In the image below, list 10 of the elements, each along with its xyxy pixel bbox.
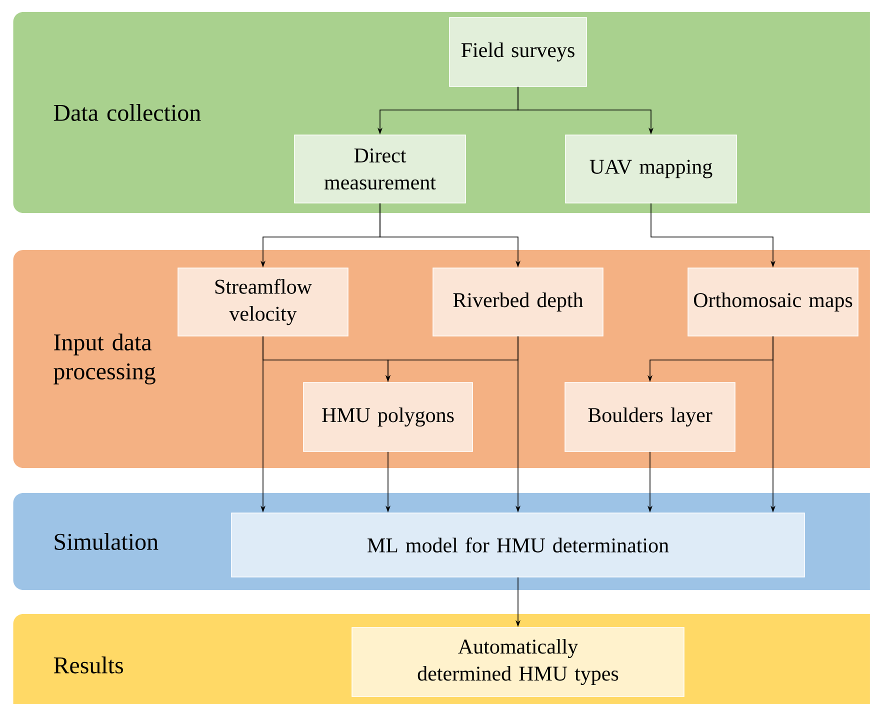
process-box: HMU polygons [303,382,473,452]
process-box: Field surveys [449,17,587,87]
process-box: Streamflow velocity [178,268,348,336]
process-box: Direct measurement [294,134,466,204]
process-box: Riverbed depth [432,268,604,336]
process-box: ML model for HMU determination [231,512,805,578]
process-box: Boulders layer [564,382,736,452]
process-box: Orthomosaic maps [688,268,858,336]
process-box: Automatically determined HMU types [352,627,684,697]
process-box: UAV mapping [565,134,737,204]
